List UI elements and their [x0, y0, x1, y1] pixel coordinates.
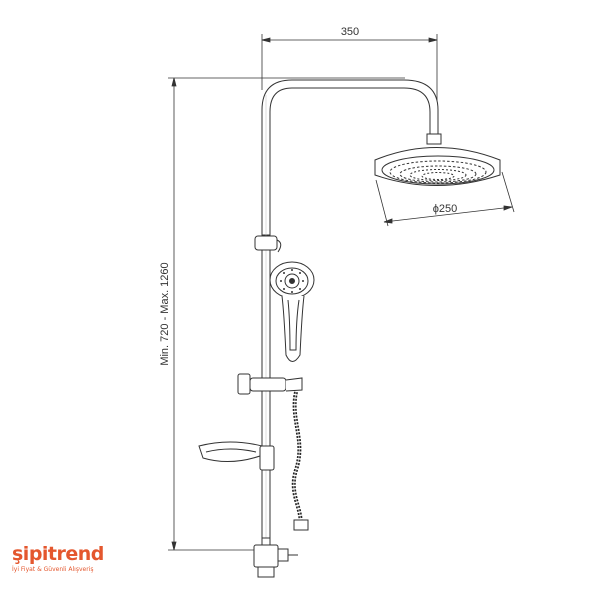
brand-name: şipitrend [12, 543, 104, 565]
hose-nut [293, 519, 309, 531]
brand-tagline: İyi Fiyat & Güvenli Alışveriş [12, 566, 94, 573]
diameter-dimension [375, 171, 515, 227]
width-label: 350 [341, 26, 359, 38]
width-dimension [261, 34, 438, 124]
sliding-holder [237, 373, 303, 395]
upper-holder [254, 235, 282, 253]
soap-dish [198, 441, 275, 471]
height-dimension [168, 77, 405, 551]
hand-shower [269, 261, 315, 362]
brand-logo: şipitrend İyi Fiyat & Güvenli Alışveriş [12, 543, 132, 587]
diameter-label: ϕ250 [433, 203, 458, 215]
rain-shower-head [374, 133, 501, 186]
height-label: Min. 720 - Max. 1260 [159, 262, 171, 365]
diverter-valve [253, 537, 298, 578]
